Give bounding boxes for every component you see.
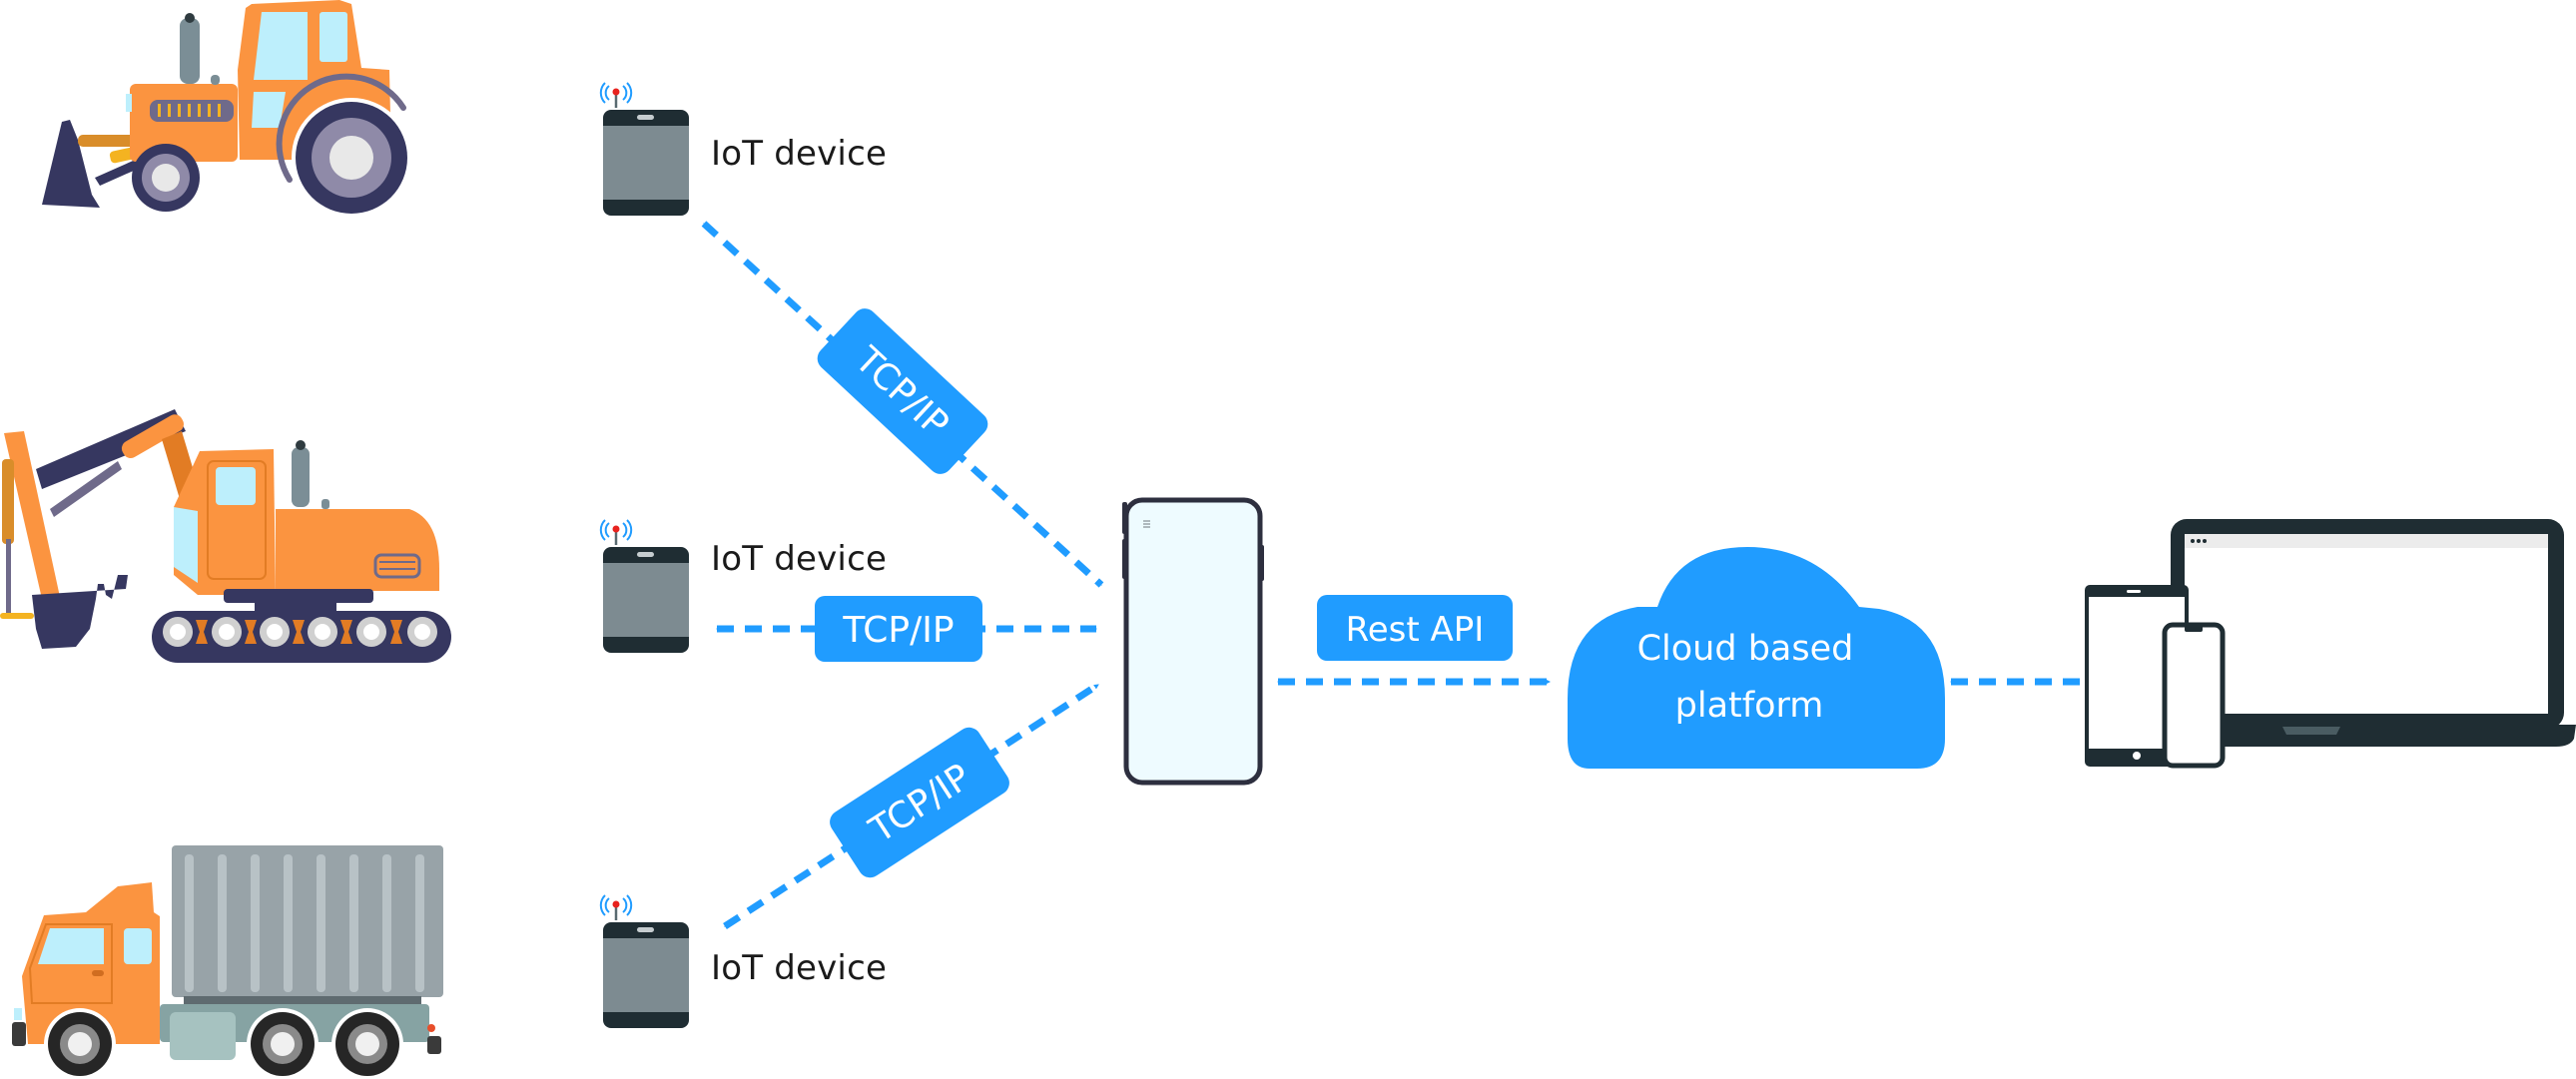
cloud-label-line2: platform (1675, 686, 1824, 726)
laptop-icon (2171, 519, 2576, 747)
cloud-label-line1: Cloud based (1637, 629, 1854, 669)
link-label-tcpip-3: TCP/IP (830, 727, 1009, 878)
link-iot1-gateway (701, 221, 1104, 588)
iot-device-icon (599, 894, 689, 1028)
link-label-rest-api: Rest API (1317, 595, 1513, 661)
iot-device-2 (599, 519, 689, 653)
iot-device-label: IoT device (711, 948, 888, 988)
iot-device-3 (599, 894, 689, 1028)
smartphone-icon (1122, 497, 1264, 786)
links (701, 221, 2117, 929)
link-label-text: TCP/IP (842, 610, 954, 651)
cloud-platform: Cloud based platform (1568, 547, 1945, 769)
track-wheels (163, 617, 437, 647)
iot-device-label: IoT device (711, 134, 888, 174)
cloud-icon (1568, 547, 1945, 769)
iot-device-icon (599, 519, 689, 653)
client-devices (2085, 519, 2576, 769)
iot-device-1 (599, 82, 689, 216)
link-label-text: Rest API (1346, 610, 1485, 650)
iot-device-icon (599, 82, 689, 216)
link-label-tcpip-2: TCP/IP (815, 596, 982, 662)
link-label-tcpip-1: TCP/IP (817, 308, 988, 474)
mobile-gateway (1122, 497, 1264, 786)
truck-icon (12, 845, 443, 1079)
bulldozer-icon (42, 0, 411, 218)
link-iot3-gateway (723, 682, 1100, 929)
phone-client-icon (2162, 622, 2226, 769)
menu-icon (1143, 520, 1150, 528)
iot-device-label: IoT device (711, 539, 888, 579)
excavator-icon (0, 409, 451, 663)
truck-wheels (44, 1008, 403, 1079)
